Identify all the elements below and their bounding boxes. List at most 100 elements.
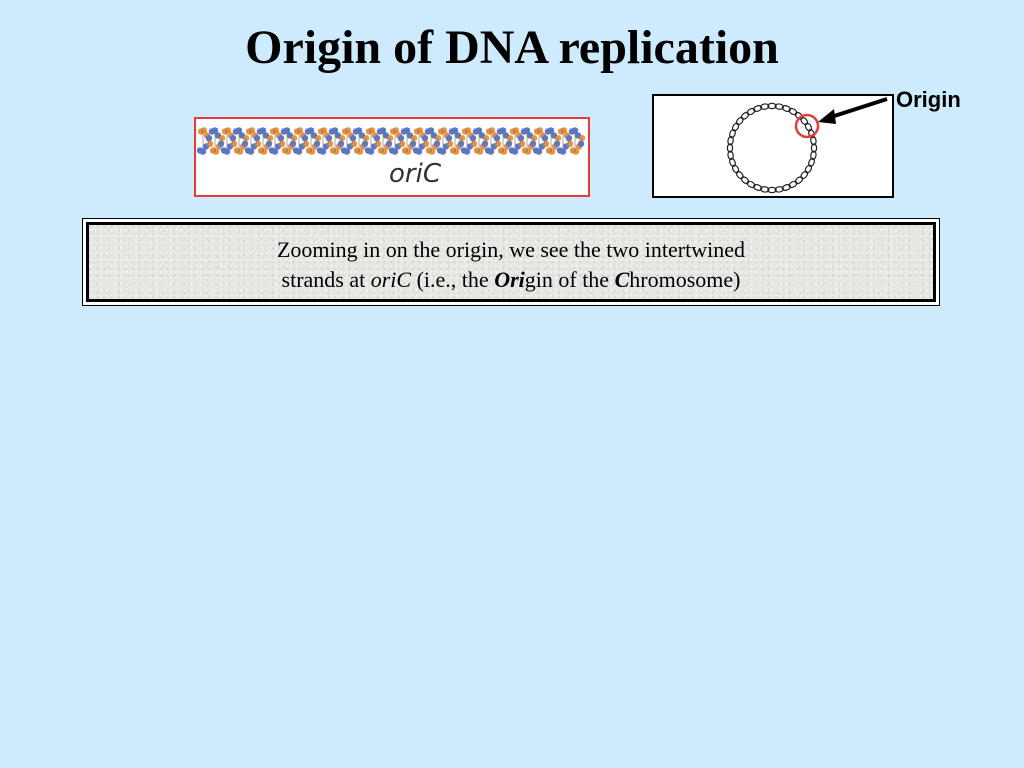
chromosome-link xyxy=(767,186,777,194)
chromosome-link xyxy=(729,128,736,139)
chromosome-link xyxy=(804,122,813,132)
caption-c-bold: C xyxy=(614,267,630,292)
dna-strand-dot xyxy=(224,127,232,134)
dna-strand-dot xyxy=(487,148,495,155)
origin-arrow-head xyxy=(818,109,836,124)
dna-strand-dot xyxy=(476,148,484,155)
chromosome-link xyxy=(774,186,785,193)
chromosome-link xyxy=(781,184,792,191)
chromosome-link xyxy=(740,176,750,185)
oric-label: oriC xyxy=(389,159,441,189)
dna-strand-dot xyxy=(398,140,406,147)
dna-strand-dot xyxy=(380,148,388,155)
dna-strand-dot xyxy=(247,148,255,155)
dna-strand-dot xyxy=(434,135,442,142)
dna-strand-dot xyxy=(409,140,417,147)
dna-strand-dot xyxy=(319,148,327,155)
caption-text-segment: hromosome) xyxy=(629,267,741,292)
dna-strand-dot xyxy=(301,135,309,142)
dna-strand-dot xyxy=(325,135,333,142)
dna-strand-dot xyxy=(332,148,340,155)
dna-strand-dot xyxy=(415,148,423,155)
dna-strand-dot xyxy=(553,140,561,147)
dna-strand-dot xyxy=(349,135,357,142)
dna-strand-dot xyxy=(230,140,238,147)
chromosome-link xyxy=(788,107,798,116)
dna-strand-dot xyxy=(260,148,268,155)
dna-strand-dot xyxy=(542,140,550,147)
dna-strand-dot xyxy=(451,127,459,134)
dna-strand-dot xyxy=(199,148,207,155)
dna-strand-dot xyxy=(212,148,220,155)
origin-highlight-circle xyxy=(794,113,820,139)
caption-oric-italic: oriC xyxy=(370,267,412,292)
caption-inner: Zooming in on the origin, we see the two… xyxy=(86,222,936,302)
dna-strand-dot xyxy=(410,135,418,142)
dna-strand-dot xyxy=(344,127,352,134)
dna-strand-dot xyxy=(206,140,214,147)
dna-strand-dot xyxy=(500,148,508,155)
chromosome-link xyxy=(788,180,798,189)
dna-strand-dot xyxy=(211,127,219,134)
dna-strand-dot xyxy=(560,127,568,134)
dna-strand-dot xyxy=(368,127,376,134)
dna-strand-dot xyxy=(403,127,411,134)
circular-chromosome-panel xyxy=(652,94,894,198)
dna-strand-dot xyxy=(421,135,429,142)
chromosome-link xyxy=(746,107,756,116)
dna-strand-dot xyxy=(571,127,579,134)
dna-strand-dot xyxy=(277,135,285,142)
caption-line-1: Zooming in on the origin, we see the two… xyxy=(276,237,745,262)
chromosome-link xyxy=(726,143,734,153)
dna-strand-dot xyxy=(427,127,435,134)
dna-strand-dot xyxy=(289,140,297,147)
caption-text-segment: gin of the xyxy=(524,267,615,292)
caption-box: Zooming in on the origin, we see the two… xyxy=(82,218,940,306)
dna-strand-dot xyxy=(392,127,400,134)
dna-strand-dot xyxy=(565,135,573,142)
dna-strand-dot xyxy=(440,127,448,134)
dna-helix-image xyxy=(196,127,586,155)
dna-strand-dot xyxy=(511,148,519,155)
dna-strand-dot xyxy=(481,140,489,147)
chromosome-link xyxy=(759,186,770,193)
dna-strand-dot xyxy=(283,127,291,134)
dna-strand-dot xyxy=(559,148,567,155)
dna-strand-dot xyxy=(523,127,531,134)
dna-strand-dot xyxy=(541,135,549,142)
dna-strand-dot xyxy=(433,140,441,147)
dna-strand-dot xyxy=(350,140,358,147)
dna-strand-dot xyxy=(355,127,363,134)
dna-strand-dot xyxy=(506,135,514,142)
chromosome-link xyxy=(800,170,809,180)
dna-strand-dot xyxy=(266,135,274,142)
dna-strand-dot xyxy=(290,135,298,142)
chromosome-link xyxy=(727,150,734,161)
dna-strand-dot xyxy=(524,148,532,155)
dna-strand-dot xyxy=(458,135,466,142)
dna-strand-dot xyxy=(391,148,399,155)
caption-line-2: strands at oriC (i.e., the Origin of the… xyxy=(89,265,933,295)
dna-strand-dot xyxy=(241,140,249,147)
dna-strand-dot xyxy=(505,140,513,147)
linear-dna-panel: oriC xyxy=(194,117,590,197)
dna-strand-dot xyxy=(446,140,454,147)
chromosome-link xyxy=(729,157,736,168)
dna-strand-dot xyxy=(373,135,381,142)
dna-strand-dot xyxy=(326,140,334,147)
dna-strand-dot xyxy=(529,140,537,147)
dna-strand-dot xyxy=(259,127,267,134)
caption-ori-bold: Ori xyxy=(494,267,525,292)
dna-strand-dot xyxy=(223,148,231,155)
dna-strand-dot xyxy=(361,140,369,147)
dna-strand-dot xyxy=(494,140,502,147)
dna-strand-dot xyxy=(296,127,304,134)
chromosome-link xyxy=(731,122,740,132)
chromosome-link xyxy=(810,150,817,161)
dna-strand-dot xyxy=(254,140,262,147)
caption-text-segment: (i.e., the xyxy=(411,267,495,292)
dna-strand-dot xyxy=(397,135,405,142)
dna-strand-dot xyxy=(235,127,243,134)
chromosome-link xyxy=(735,116,744,126)
dna-strand-dot xyxy=(242,135,250,142)
